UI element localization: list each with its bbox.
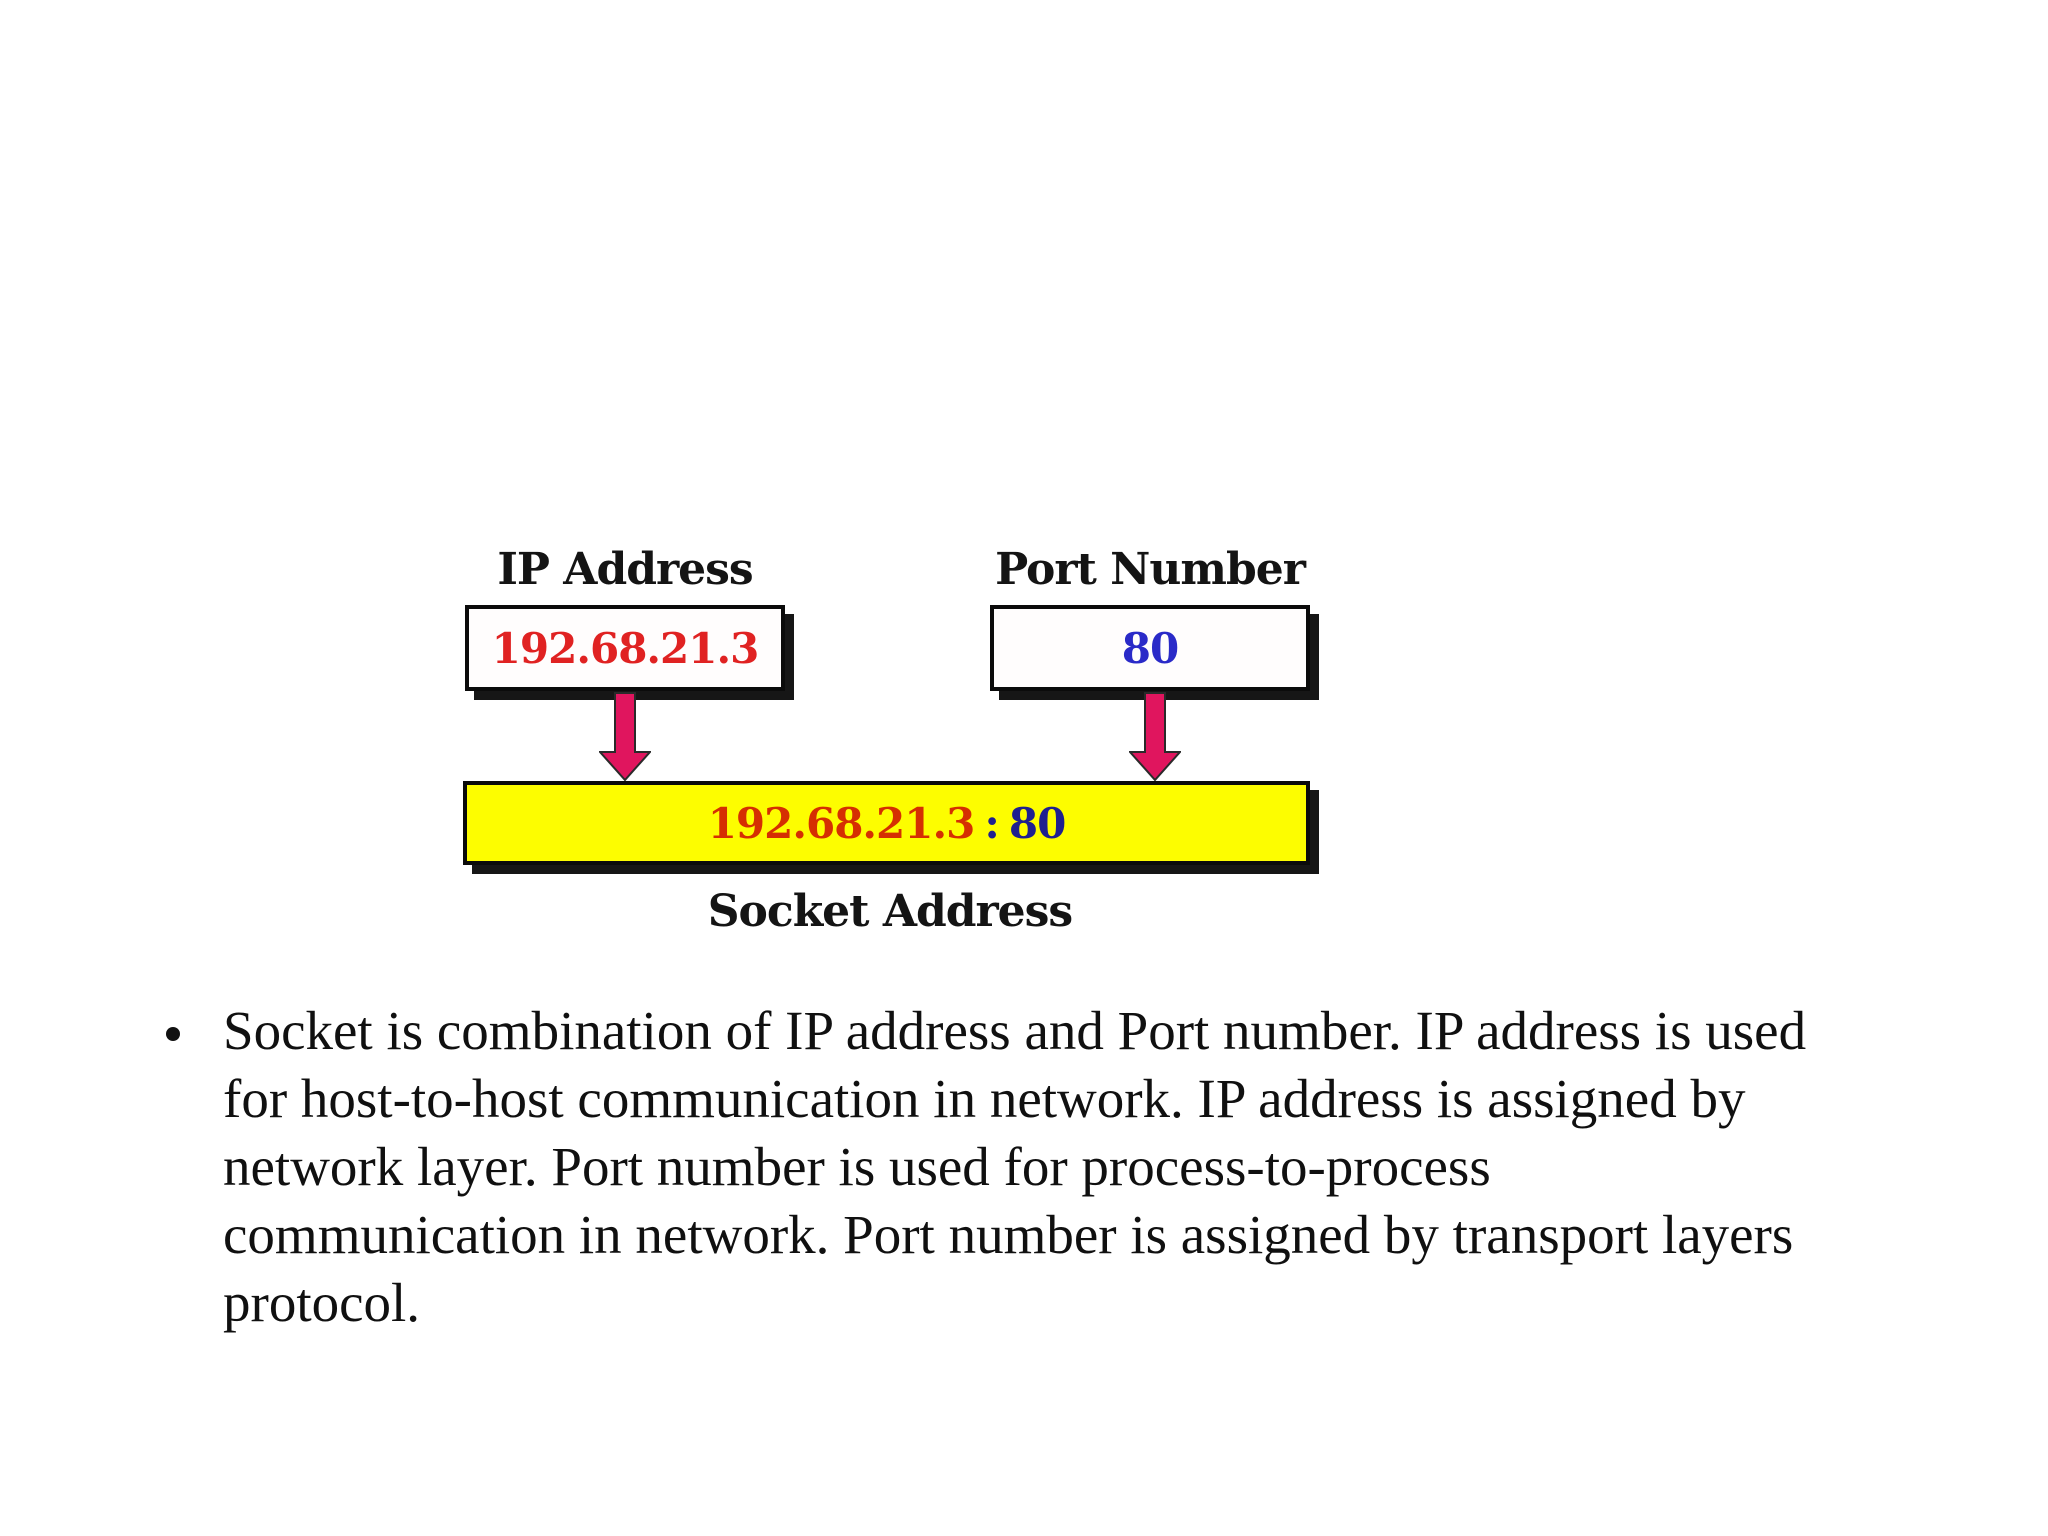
socket-separator: :	[984, 798, 999, 848]
ip-to-socket-arrow-icon	[599, 692, 651, 782]
bullet-marker	[166, 1027, 180, 1041]
socket-address-label: Socket Address	[707, 886, 1073, 937]
port-number-label: Port Number	[995, 544, 1306, 595]
bullet-paragraph: Socket is combination of IP address and …	[223, 997, 1806, 1337]
bullet-text-line: Socket is combination of IP address and …	[223, 1000, 1807, 1061]
ip-address-value: 192.68.21.3	[491, 623, 760, 673]
port-to-socket-arrow-icon	[1129, 692, 1181, 782]
socket-port-part: 80	[1008, 798, 1066, 848]
ip-address-box: 192.68.21.3	[465, 605, 785, 691]
socket-ip-part: 192.68.21.3	[707, 798, 976, 848]
port-number-box: 80	[990, 605, 1310, 691]
bullet-text-line: for host-to-host communication in networ…	[223, 1068, 1746, 1129]
bullet-text-line: network layer. Port number is used for p…	[223, 1136, 1491, 1197]
bullet-text-line: protocol.	[223, 1272, 421, 1333]
ip-address-label: IP Address	[497, 544, 753, 595]
bullet-text-line: communication in network. Port number is…	[223, 1204, 1794, 1265]
port-number-value: 80	[1121, 623, 1179, 673]
socket-address-box: 192.68.21.3 : 80	[463, 781, 1310, 865]
